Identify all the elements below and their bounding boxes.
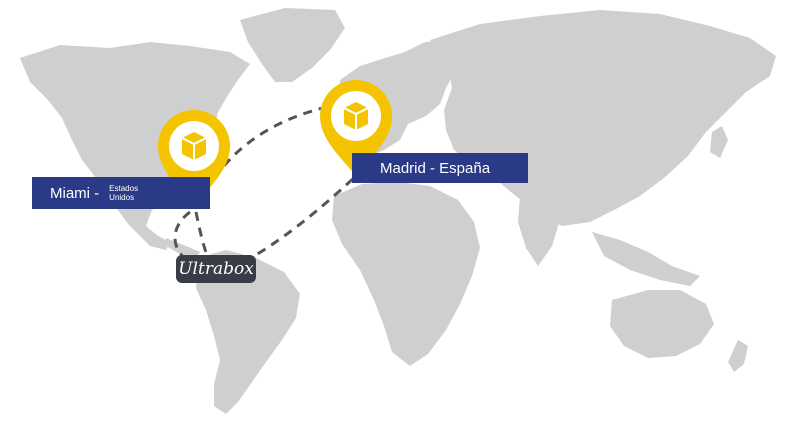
continent-japan — [710, 126, 728, 158]
continent-south-america — [196, 250, 300, 414]
miami-city-label: Miami - — [50, 184, 100, 202]
madrid-city-label: Madrid - España — [380, 159, 491, 177]
continent-greenland — [240, 8, 345, 82]
miami-country-label: Estados Unidos — [109, 184, 139, 202]
continent-asia — [430, 10, 776, 226]
location-label-miami: Miami - Estados Unidos — [32, 177, 210, 209]
continents — [20, 8, 776, 414]
brand-name: Ultrabox — [178, 259, 254, 279]
continent-new-zealand — [728, 340, 748, 372]
continent-southeast-asia — [592, 232, 700, 286]
continent-north-america — [20, 42, 250, 250]
brand-logo: Ultrabox — [176, 255, 256, 283]
continent-australia — [610, 290, 714, 358]
continent-india — [518, 196, 560, 266]
continent-africa — [332, 182, 480, 366]
package-box-icon — [343, 102, 369, 130]
route-hub-to-madrid — [243, 174, 358, 264]
location-label-madrid: Madrid - España — [352, 153, 528, 183]
package-box-icon — [181, 132, 207, 160]
route-miami-to-hub-inner — [194, 211, 210, 259]
